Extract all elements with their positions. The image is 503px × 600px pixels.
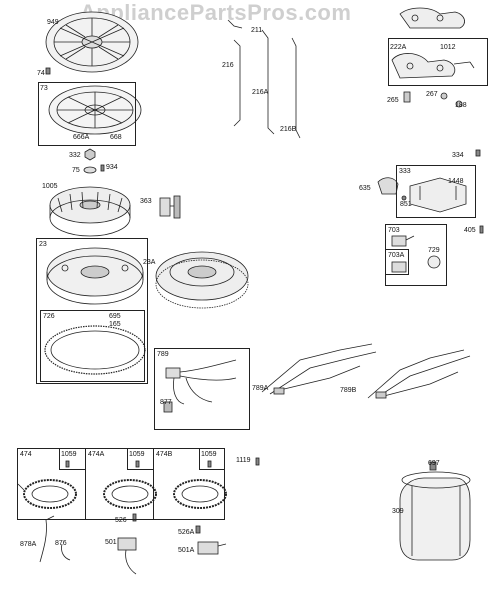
box-1059-c: [199, 448, 225, 470]
box-474b: [153, 448, 225, 520]
label-949: 949: [47, 19, 59, 26]
label-309: 309: [392, 508, 404, 515]
label-73: 73: [40, 85, 48, 92]
rectifier-501-part: [117, 537, 137, 575]
clutch-363-part: [159, 195, 181, 219]
label-726: 726: [43, 313, 55, 320]
blower-screen-part: [45, 11, 139, 73]
box-333: [396, 165, 476, 218]
label-474b: 474B: [156, 451, 173, 458]
label-526: 526: [115, 517, 127, 524]
governor-links-part: [227, 19, 301, 139]
label-474a: 474A: [88, 451, 105, 458]
alternator-474b-part: [173, 460, 227, 509]
label-211: 211: [251, 27, 263, 34]
screw-405-part: [479, 225, 484, 234]
wire-878a-part: [39, 515, 71, 563]
label-165: 165: [109, 321, 121, 328]
label-851: 851: [400, 201, 412, 208]
box-222a: [388, 38, 488, 86]
screen-73-part: [48, 85, 142, 135]
governor-parts: [399, 7, 465, 29]
rectifier-501a-part: [195, 525, 227, 555]
label-668: 668: [110, 134, 122, 141]
label-789b: 789B: [340, 387, 357, 394]
label-1059-c: 1059: [201, 451, 217, 458]
flywheel-part: [49, 186, 131, 237]
label-878a: 878A: [20, 541, 37, 548]
label-474: 474: [20, 451, 32, 458]
bracket-635-part: [377, 177, 399, 195]
label-188: 188: [455, 102, 467, 109]
label-23: 23: [39, 241, 47, 248]
label-501a: 501A: [178, 547, 195, 554]
alternator-474a-part: [103, 460, 157, 509]
label-666a: 666A: [73, 134, 90, 141]
label-216a: 216A: [252, 89, 269, 96]
label-729: 729: [428, 247, 440, 254]
box-23: [36, 238, 148, 384]
alternator-474-part: [17, 460, 77, 509]
label-74: 74: [37, 70, 45, 77]
nut-washer-parts: [83, 148, 105, 174]
label-363: 363: [140, 198, 152, 205]
screw-526-part: [132, 513, 137, 522]
label-635: 635: [359, 185, 371, 192]
label-75: 75: [72, 167, 80, 174]
box-726: [40, 310, 145, 382]
label-1119: 1119: [236, 457, 251, 464]
flywheel-23-part: [46, 247, 144, 305]
ring-gear-726-part: [44, 325, 146, 375]
label-789: 789: [157, 351, 169, 358]
small-parts-265-267-188: [403, 91, 463, 108]
label-267: 267: [426, 91, 438, 98]
flywheel-23a-part: [155, 251, 249, 309]
label-501: 501: [105, 539, 117, 546]
label-526a: 526A: [178, 529, 195, 536]
harness-789b-part: [367, 349, 471, 399]
label-1448: 1448: [448, 178, 464, 185]
screw-334-part: [475, 149, 481, 157]
label-877: 877: [160, 399, 172, 406]
label-695: 695: [109, 313, 121, 320]
starter-motor-309-part: [399, 461, 471, 561]
label-1059-b: 1059: [129, 451, 145, 458]
label-405: 405: [464, 227, 476, 234]
label-1012: 1012: [440, 44, 456, 51]
label-1005: 1005: [42, 183, 58, 190]
switch-703-part: [391, 235, 441, 273]
screw-74-part: [45, 67, 51, 75]
box-703a: [385, 249, 409, 275]
harness-789a-part: [261, 343, 377, 395]
label-332: 332: [69, 152, 81, 159]
label-23a: 23A: [143, 259, 156, 266]
box-73: [38, 82, 136, 146]
label-334: 334: [452, 152, 464, 159]
label-216b: 216B: [280, 126, 297, 133]
armature-333-part: [401, 177, 467, 213]
linkage-222a-part: [391, 53, 475, 79]
label-789a: 789A: [252, 385, 269, 392]
screw-1119-part: [255, 457, 260, 466]
label-265: 265: [387, 97, 399, 104]
wiring-789-part: [163, 359, 237, 413]
label-703: 703: [388, 227, 400, 234]
label-333: 333: [399, 168, 411, 175]
label-216: 216: [222, 62, 234, 69]
box-789: [154, 348, 250, 430]
label-703a: 703A: [388, 252, 405, 259]
label-222a: 222A: [390, 44, 407, 51]
label-876: 876: [55, 540, 67, 547]
label-1059-a: 1059: [61, 451, 77, 458]
label-697: 697: [428, 460, 440, 467]
label-934: 934: [106, 164, 118, 171]
